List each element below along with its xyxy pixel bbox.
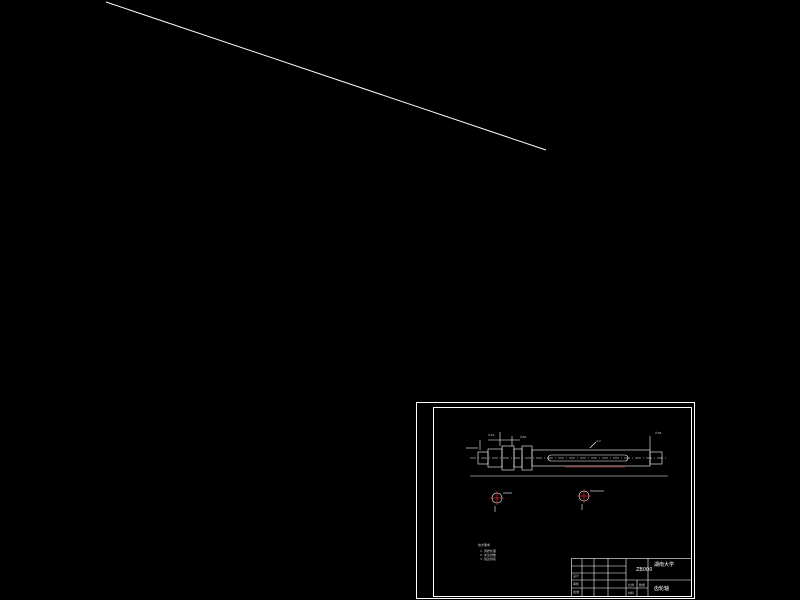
part-name: 齿轮轴 xyxy=(654,585,669,592)
keyway xyxy=(547,454,629,462)
sheet-inner-border xyxy=(433,407,692,597)
label-approved: 批准 xyxy=(573,589,579,594)
tech-requirements-title: 技术要求 xyxy=(478,542,490,547)
school-name: 湖南大学 xyxy=(654,561,674,568)
sheet-outer-border xyxy=(416,402,695,599)
title-block[interactable] xyxy=(571,558,692,597)
stray-construction-line[interactable] xyxy=(105,1,547,151)
section-view-right[interactable] xyxy=(577,489,604,510)
shaft-end-segment xyxy=(649,451,663,465)
label-qty: 数量 xyxy=(639,582,645,587)
tech-requirements-block: 技术要求 1. 调质处理 2. 未注倒角 3. 锐边倒钝 xyxy=(478,542,496,561)
tech-requirement-2: 2. 未注倒角 xyxy=(480,552,496,557)
title-block-frame xyxy=(571,558,692,597)
drawing-sheet[interactable]: ∅32 ∅40 ∅36 3.2 技术要求 1. 调质处理 2. 未注倒角 3. … xyxy=(416,402,695,599)
roughness-label: 3.2 xyxy=(596,439,601,443)
dim-label-b: ∅40 xyxy=(520,435,527,439)
label-scale: 比例 xyxy=(628,582,634,587)
drawing-number: ZB000 xyxy=(636,567,652,573)
dim-label-c: ∅36 xyxy=(655,431,662,435)
roughness-mark xyxy=(589,441,597,449)
section-view-left[interactable] xyxy=(490,491,512,512)
label-designed: 设计 xyxy=(573,573,579,578)
dim-label-a: ∅32 xyxy=(488,433,495,437)
tech-requirement-1: 1. 调质处理 xyxy=(480,548,496,553)
shaft-main-view[interactable] xyxy=(466,432,668,477)
label-checked: 审核 xyxy=(573,581,579,586)
tech-requirement-3: 3. 锐边倒钝 xyxy=(480,556,496,561)
label-material: 材料 xyxy=(628,590,634,595)
